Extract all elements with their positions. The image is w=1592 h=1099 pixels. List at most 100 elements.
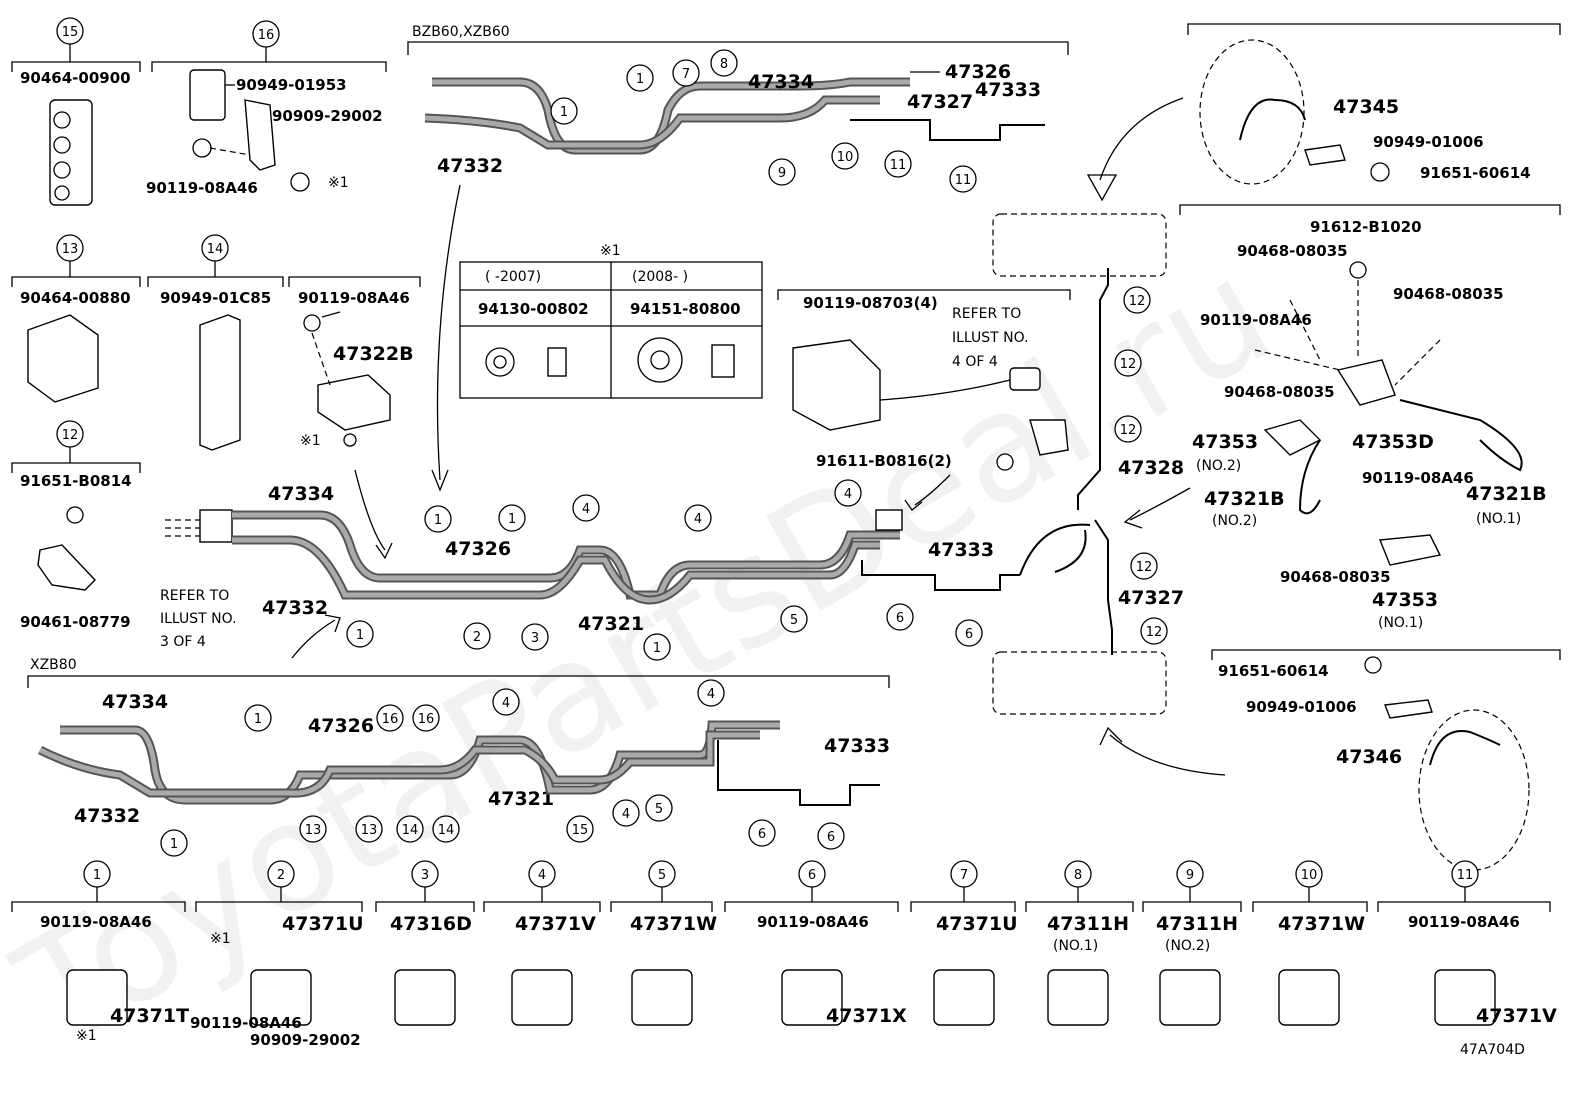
callout-number: 1 — [356, 628, 364, 643]
part-label: ※1 — [76, 1028, 97, 1044]
callout-number: 3 — [421, 868, 429, 883]
clip-part[interactable] — [37, 544, 96, 591]
svg-text:3 OF 4: 3 OF 4 — [160, 634, 206, 650]
part-label: 90119-08A46 — [190, 1014, 302, 1032]
callout-number: 12 — [1146, 625, 1163, 640]
part-label: 47334 — [748, 71, 814, 93]
part-label: 90461-08779 — [20, 613, 131, 631]
ref-box — [992, 213, 1167, 277]
part-label: 47345 — [1333, 96, 1399, 118]
part-label: 47332 — [437, 155, 503, 177]
clip-part[interactable] — [394, 969, 456, 1026]
part-label: 90909-29002 — [272, 107, 383, 125]
nut-part[interactable] — [343, 433, 357, 447]
table-head: (2008- ) — [632, 269, 688, 285]
callout-number: 12 — [1129, 294, 1146, 309]
bracket-part[interactable] — [1336, 359, 1396, 406]
part-note: (NO.1) — [1378, 615, 1423, 631]
callout-number: 14 — [402, 823, 419, 838]
ref-box — [992, 651, 1167, 715]
callout-number: 2 — [473, 630, 481, 645]
callout-number: 11 — [1457, 868, 1474, 883]
pipe-assembly-main — [232, 510, 1091, 605]
clip-part[interactable] — [781, 969, 843, 1026]
part-number: 90119-08A46 — [757, 913, 869, 931]
bolt-part[interactable] — [303, 314, 321, 332]
callout-number: 4 — [502, 696, 510, 711]
bracket-part[interactable] — [244, 99, 276, 171]
part-label: ※1 — [210, 931, 231, 947]
callout-number: 10 — [837, 150, 854, 165]
clip-part[interactable] — [1278, 969, 1340, 1026]
clip-part[interactable] — [66, 969, 128, 1026]
callout-number: 4 — [694, 512, 702, 527]
clip-part[interactable] — [933, 969, 995, 1026]
table-cell: 94130-00802 — [478, 300, 589, 318]
callout-number: 5 — [790, 613, 798, 628]
pipe-assembly-bottom — [37, 720, 880, 806]
part-label: 91651-60614 — [1218, 662, 1329, 680]
clip-part[interactable] — [511, 969, 573, 1026]
part-number: 47371W — [1278, 913, 1365, 935]
part-label: 47333 — [975, 79, 1041, 101]
table-cell: 94151-80800 — [630, 300, 741, 318]
callout-number: 13 — [305, 823, 322, 838]
nut-part[interactable] — [290, 172, 310, 192]
clip-part[interactable] — [1434, 969, 1496, 1026]
callout-number: 3 — [531, 631, 539, 646]
part-number: 47371V — [515, 913, 596, 935]
callout-number: 7 — [682, 67, 690, 82]
part-label: 47353 — [1192, 431, 1258, 453]
bolt-part[interactable] — [192, 138, 212, 158]
callout-number: 4 — [707, 687, 715, 702]
callout-number: 1 — [560, 105, 568, 120]
part-number: 47371U — [282, 913, 364, 935]
clamp-part[interactable] — [189, 69, 226, 121]
connector[interactable] — [875, 509, 903, 531]
svg-text:ILLUST NO.: ILLUST NO. — [952, 330, 1029, 346]
part-label: 90468-08035 — [1280, 568, 1391, 586]
part-label: 47333 — [824, 735, 890, 757]
callout-number: 11 — [890, 158, 907, 173]
part-label: 47334 — [102, 691, 168, 713]
part-label: 47326 — [308, 715, 374, 737]
part-label: 90119-08A46 — [146, 179, 258, 197]
callout-number: 16 — [258, 28, 275, 43]
part-label: 47321B — [1466, 483, 1547, 505]
clip-part[interactable] — [250, 969, 312, 1026]
callout-number: 5 — [658, 868, 666, 883]
clamp-part[interactable] — [27, 314, 99, 403]
part-number: 90949-01C85 — [160, 289, 271, 307]
part-label: 47371T — [110, 1005, 189, 1027]
part-number: 47311H — [1156, 913, 1238, 935]
clip-part[interactable] — [631, 969, 693, 1026]
callout-number: 10 — [1301, 868, 1318, 883]
height-sensor[interactable] — [792, 339, 881, 431]
clamp-part[interactable] — [199, 314, 241, 451]
svg-text:4 OF 4: 4 OF 4 — [952, 354, 998, 370]
callout-number: 6 — [965, 627, 973, 642]
callout-number: 1 — [93, 868, 101, 883]
part-label: 91651-60614 — [1420, 164, 1531, 182]
callout-number: 1 — [636, 72, 644, 87]
callout-number: 12 — [1136, 560, 1153, 575]
clip-part[interactable] — [1159, 969, 1221, 1026]
grommet-part[interactable] — [317, 374, 391, 431]
callout-number: 12 — [1120, 357, 1137, 372]
callout-number: 4 — [582, 502, 590, 517]
part-label: 47332 — [74, 805, 140, 827]
diagram-code: 47A704D — [1460, 1042, 1525, 1058]
callout-number: 6 — [827, 830, 835, 845]
bolt-part[interactable] — [66, 506, 84, 524]
callout-number: 1 — [254, 712, 262, 727]
callout-number: 4 — [622, 807, 630, 822]
connector-block[interactable] — [199, 509, 233, 543]
part-label: 47321 — [578, 613, 644, 635]
clip-part[interactable] — [1047, 969, 1109, 1026]
callout-number: 6 — [808, 868, 816, 883]
callout-number: 2 — [277, 868, 285, 883]
table-mark: ※1 — [600, 243, 621, 259]
part-label: 47321B — [1204, 488, 1285, 510]
part-label: 90119-08A46 — [1362, 469, 1474, 487]
part-label: 47321 — [488, 788, 554, 810]
